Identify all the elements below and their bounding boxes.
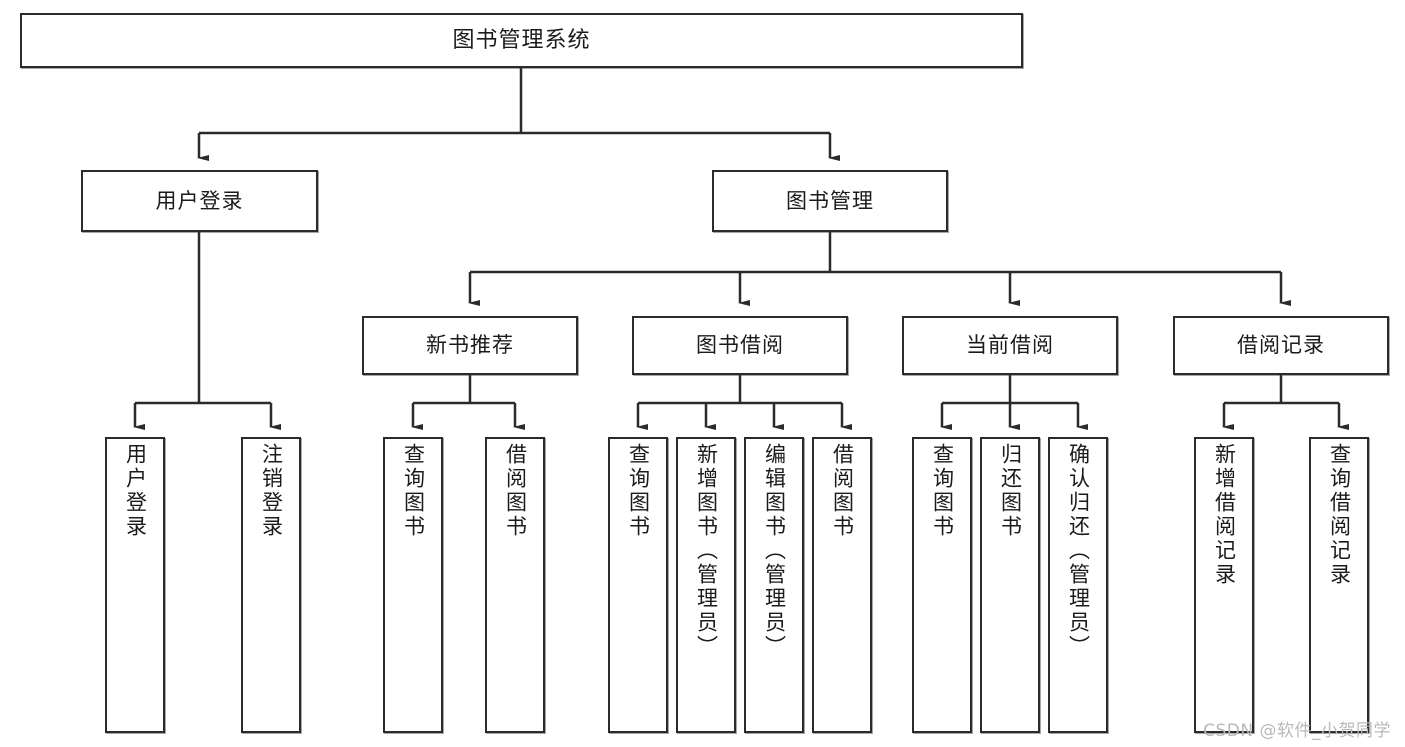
node-borrow-record[interactable]: 借阅记录 bbox=[1173, 316, 1389, 375]
node-label: 借阅记录 bbox=[1237, 333, 1325, 358]
leaf-return-book[interactable]: 归还图书 bbox=[980, 437, 1040, 733]
node-label: 新增图书（管理员） bbox=[694, 443, 719, 659]
leaf-query-borrow-record[interactable]: 查询借阅记录 bbox=[1309, 437, 1369, 733]
leaf-logout-login[interactable]: 注销登录 bbox=[241, 437, 301, 733]
node-label: 借阅图书 bbox=[503, 443, 528, 539]
node-new-book-recommend[interactable]: 新书推荐 bbox=[362, 316, 578, 375]
leaf-add-book-admin[interactable]: 新增图书（管理员） bbox=[676, 437, 736, 733]
leaf-query-book-recommend[interactable]: 查询图书 bbox=[383, 437, 443, 733]
leaf-borrow-book-recommend[interactable]: 借阅图书 bbox=[485, 437, 545, 733]
leaf-edit-book-admin[interactable]: 编辑图书（管理员） bbox=[744, 437, 804, 733]
node-label: 查询图书 bbox=[401, 443, 426, 539]
node-current-borrow[interactable]: 当前借阅 bbox=[902, 316, 1118, 375]
node-label: 图书管理系统 bbox=[452, 27, 591, 53]
node-book-borrow[interactable]: 图书借阅 bbox=[632, 316, 848, 375]
node-user-login[interactable]: 用户登录 bbox=[81, 170, 318, 232]
leaf-user-login[interactable]: 用户登录 bbox=[105, 437, 165, 733]
node-label: 新增借阅记录 bbox=[1212, 443, 1237, 587]
node-label: 查询图书 bbox=[626, 443, 651, 539]
leaf-add-borrow-record[interactable]: 新增借阅记录 bbox=[1194, 437, 1254, 733]
node-label: 归还图书 bbox=[998, 443, 1023, 539]
node-book-management[interactable]: 图书管理 bbox=[712, 170, 948, 232]
node-label: 查询借阅记录 bbox=[1327, 443, 1352, 587]
leaf-query-book-current[interactable]: 查询图书 bbox=[912, 437, 972, 733]
node-label: 用户登录 bbox=[123, 443, 148, 539]
node-label: 图书管理 bbox=[786, 188, 874, 213]
node-label: 当前借阅 bbox=[966, 333, 1054, 358]
node-root-system[interactable]: 图书管理系统 bbox=[20, 13, 1023, 68]
node-label: 查询图书 bbox=[930, 443, 955, 539]
node-label: 编辑图书（管理员） bbox=[762, 443, 787, 659]
watermark: CSDN @软件_小贺同学 bbox=[1203, 721, 1391, 741]
node-label: 用户登录 bbox=[155, 188, 244, 213]
leaf-borrow-book[interactable]: 借阅图书 bbox=[812, 437, 872, 733]
node-label: 新书推荐 bbox=[426, 333, 514, 358]
node-label: 注销登录 bbox=[259, 443, 284, 539]
leaf-query-book-borrow[interactable]: 查询图书 bbox=[608, 437, 668, 733]
node-label: 确认归还（管理员） bbox=[1066, 443, 1091, 659]
node-label: 借阅图书 bbox=[830, 443, 855, 539]
node-label: 图书借阅 bbox=[696, 333, 784, 358]
leaf-confirm-return-admin[interactable]: 确认归还（管理员） bbox=[1048, 437, 1108, 733]
